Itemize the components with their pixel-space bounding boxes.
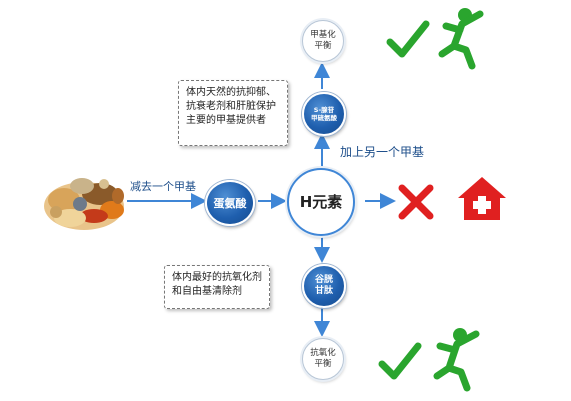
red-house-cross-icon [458,177,506,220]
green-check-icon [386,20,430,58]
green-running-man-icon [433,328,480,392]
green-check-icon [378,342,422,380]
h-element-label: H元素 [299,192,343,211]
top-label-line1: 甲基化 [310,30,336,40]
red-x-icon [398,184,434,220]
same-description-box: 体内天然的抗抑郁、 抗衰老剂和肝脏保护 主要的甲基提供者 [178,80,288,146]
methylation-balance-node: 甲基化 平衡 [302,20,344,62]
minus-methyl-label: 减去一个甲基 [130,180,196,193]
gsh-desc-line1: 体内最好的抗氧化剂 [172,272,262,283]
same-desc-line1: 体内天然的抗抑郁、 [186,87,276,98]
green-running-man-icon [438,8,484,70]
same-label-line1: S-腺苷 [313,106,335,114]
same-label-line2: 甲硫氨酸 [311,114,337,122]
food-ingredients-image [44,178,124,230]
plus-methyl-label: 加上另一个甲基 [340,145,425,159]
glutathione-node: 谷胱 甘肽 [302,264,346,308]
same-node: S-腺苷 甲硫氨酸 [302,92,346,136]
methionine-label: 蛋氨酸 [213,197,247,210]
bottom-label-line2: 平衡 [314,359,332,369]
top-label-line2: 平衡 [314,41,332,51]
gsh-description-box: 体内最好的抗氧化剂 和自由基清除剂 [164,265,270,309]
antioxidant-balance-node: 抗氧化 平衡 [302,338,344,380]
h-element-node: H元素 [287,168,355,236]
methionine-node: 蛋氨酸 [205,180,255,226]
same-desc-line2: 抗衰老剂和肝脏保护 [186,101,276,112]
gsh-label-line2: 甘肽 [314,286,333,296]
gsh-label-line1: 谷胱 [314,275,333,285]
gsh-desc-line2: 和自由基清除剂 [172,286,242,297]
bottom-label-line1: 抗氧化 [310,348,336,358]
same-desc-line3: 主要的甲基提供者 [186,115,266,126]
